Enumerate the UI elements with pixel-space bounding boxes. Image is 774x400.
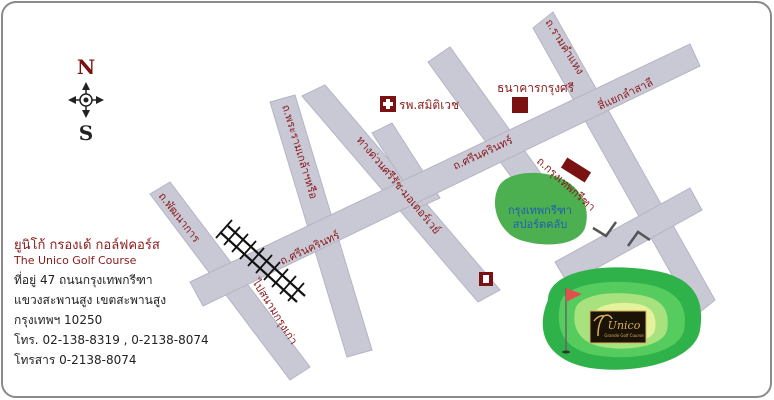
phone-numbers: 02-138-8319 , 0-2138-8074 [42,333,209,347]
railway [215,219,306,303]
road-krungthep-kreetha [554,187,703,285]
road-srinakarin-main [189,43,701,307]
phone-line: โทร. 02-138-8319 , 0-2138-8074 [14,330,304,350]
logo-text: Unico [608,319,641,332]
address-line-1: ที่อยู่ 47 ถนนกรุงเทพกรีฑา [14,273,153,287]
hospital-landmark: รพ.สมิติเวช [380,96,459,112]
address-line-3: กรุงเทพฯ 10250 [14,313,103,327]
logo-subtext: Grande Golf Course [604,333,644,338]
palm-logo-icon [593,314,613,337]
building-marker [560,157,592,183]
fax-line: โทรสาร 0-2138-8074 [14,350,304,370]
interchange-marker [592,221,651,247]
roads [149,11,716,381]
sports-club-label-1: กรุงเทพกรีฑา [508,204,572,217]
sports-club-label-2: สปอร์ตคลับ [513,218,567,231]
phone-label: โทร. [14,333,39,347]
compass: N S [68,55,104,145]
hospital-label: รพ.สมิติเวช [399,98,459,112]
course-name-thai: ยูนิโก้ กรองเด้ กอล์ฟคอร์ส [14,238,160,253]
contact-info: ยูนิโก้ กรองเด้ กอล์ฟคอร์ส The Unico Gol… [14,238,304,370]
course-name-english: The Unico Golf Course [14,254,137,267]
bank-landmark: ธนาคารกรุงศรี [497,81,575,113]
fax-number: 0-2138-8074 [59,353,137,367]
fax-label: โทรสาร [14,353,56,367]
unico-logo: Unico Grande Golf Course [589,310,647,344]
compass-north: N [77,55,95,79]
address-line-2: แขวงสะพานสูง เขตสะพานสูง [14,293,167,307]
bank-square-icon [512,97,528,113]
bank-label: ธนาคารกรุงศรี [497,81,575,96]
gas-station-icon [479,272,493,286]
sports-club-area [494,172,587,245]
compass-south: S [79,121,93,145]
